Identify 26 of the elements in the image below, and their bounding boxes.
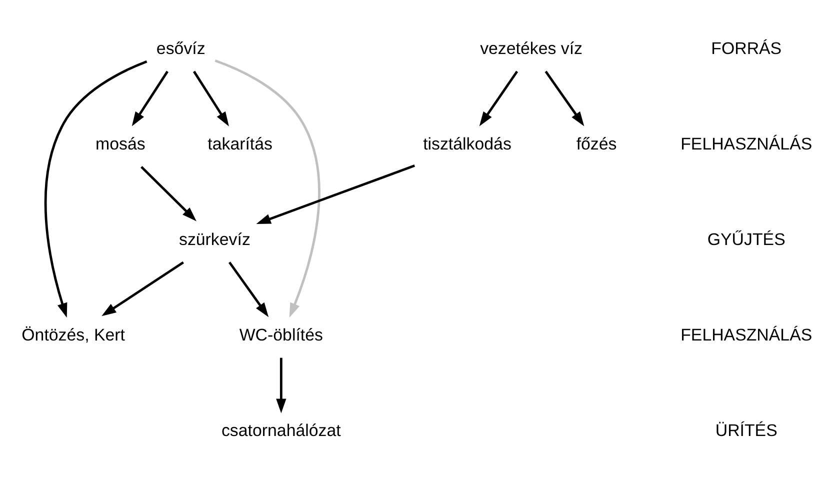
- label: FORRÁS: [711, 39, 782, 58]
- label: FELHASZNÁLÁS: [680, 134, 812, 154]
- arrow: [276, 358, 286, 414]
- arrow: [132, 70, 168, 126]
- arrow: [193, 70, 229, 126]
- label: FELHASZNÁLÁS: [680, 325, 812, 344]
- arrow: [44, 60, 148, 318]
- node-text: Öntözés, Kert: [22, 325, 126, 344]
- arrow: [214, 60, 320, 318]
- arrow: [140, 166, 196, 222]
- node-text: csatornahálózat: [221, 420, 341, 440]
- node-text: WC-öblítés: [239, 325, 323, 344]
- label: ÜRÍTÉS: [715, 420, 778, 440]
- node-text: vezetékes víz: [480, 39, 583, 58]
- label: GYŰJTÉS: [707, 230, 786, 249]
- arrow: [544, 70, 584, 126]
- arrow: [479, 70, 518, 126]
- node-text: tisztálkodás: [423, 134, 512, 154]
- arrow: [102, 261, 184, 316]
- arrow: [256, 164, 416, 224]
- node-text: szürkevíz: [179, 230, 250, 249]
- node-text: mosás: [96, 134, 146, 154]
- node-text: főzés: [576, 134, 617, 154]
- arrow: [228, 262, 269, 318]
- node-text: takarítás: [208, 134, 273, 154]
- node-text: esővíz: [156, 39, 206, 58]
